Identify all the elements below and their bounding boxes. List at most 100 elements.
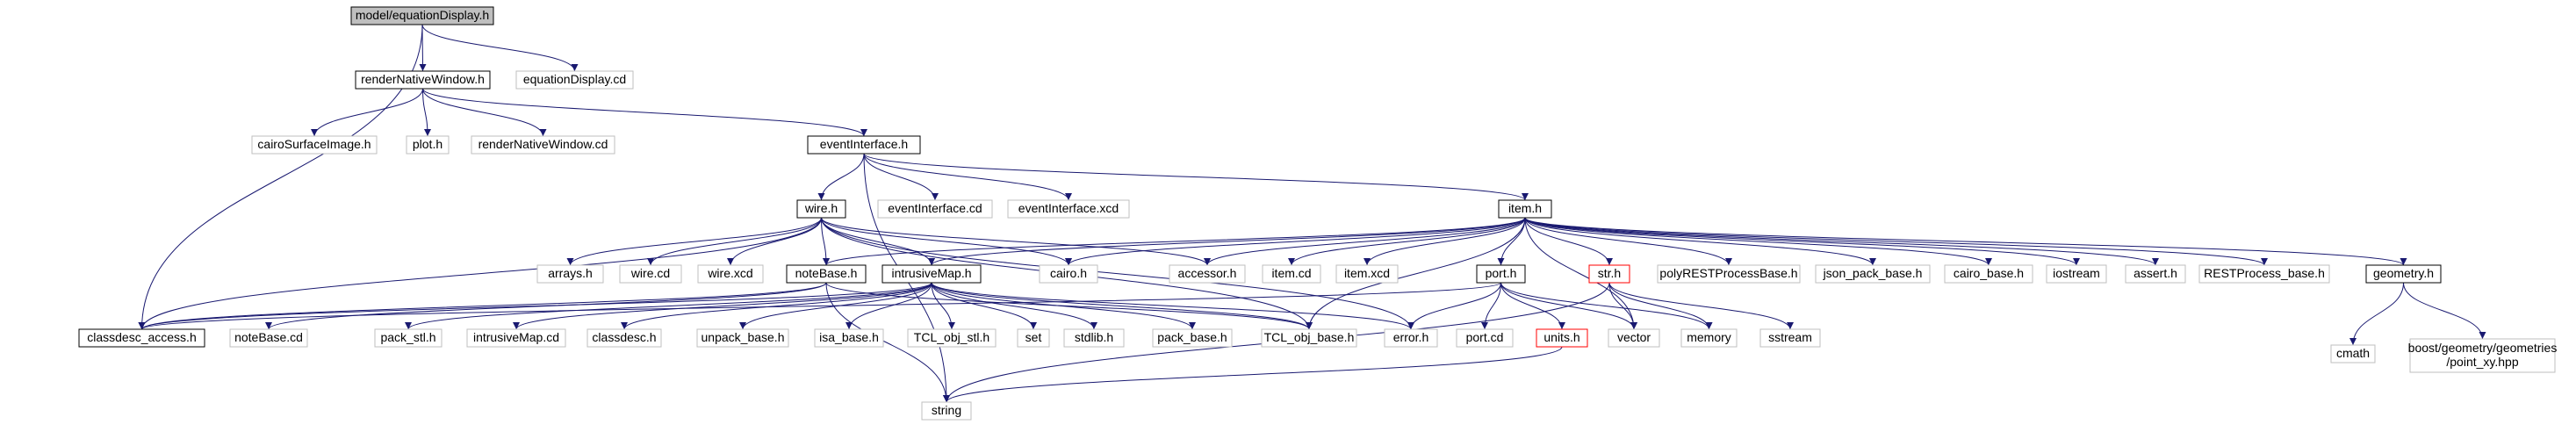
node-label: port.h	[1486, 266, 1517, 280]
node-box	[2330, 344, 2376, 363]
node-assert_h: assert.h	[2125, 264, 2186, 284]
node-box	[78, 328, 205, 348]
node-box	[1608, 328, 1660, 348]
edge-item_h-to-polyRESTProcessBase_h	[1524, 217, 1732, 266]
node-classdesc_access_h[interactable]: classdesc_access.h	[78, 328, 205, 348]
node-box	[1680, 328, 1738, 348]
node-classdesc_h: classdesc.h	[586, 328, 662, 348]
node-error_h: error.h	[1384, 328, 1438, 348]
node-label: boost/geometry/geometries	[2408, 341, 2558, 355]
node-label: TCL_obj_base.h	[1264, 330, 1355, 344]
node-box	[466, 328, 566, 348]
node-box	[536, 264, 604, 284]
edge-intrusiveMap_h-to-pack_base_h	[931, 282, 1196, 330]
node-label: item.cd	[1271, 266, 1311, 280]
edge-intrusiveMap_h-to-set	[931, 282, 1037, 330]
edge-item_h-to-vector	[1524, 217, 1637, 330]
edge-item_h-to-str_h	[1524, 217, 1613, 266]
node-label: pack_base.h	[1157, 330, 1227, 344]
node-wire_h[interactable]: wire.h	[796, 199, 846, 219]
node-label: assert.h	[2133, 266, 2177, 280]
node-box	[1039, 264, 1098, 284]
node-box	[2046, 264, 2107, 284]
node-label: cairoSurfaceImage.h	[257, 137, 371, 151]
node-str_h[interactable]: str.h	[1588, 264, 1630, 284]
edge-intrusiveMap_h-to-TCL_obj_stl_h	[931, 282, 955, 330]
edge-port_h-to-classdesc_access_h	[138, 282, 1501, 330]
node-wire_cd: wire.cd	[619, 264, 682, 284]
edge-port_h-to-memory	[1500, 282, 1713, 330]
node-label: stdlib.h	[1075, 330, 1113, 344]
node-label: wire.cd	[630, 266, 670, 280]
node-iostream: iostream	[2046, 264, 2107, 284]
node-box	[881, 264, 982, 284]
node-label: item.xcd	[1344, 266, 1390, 280]
edge-item_h-to-iostream	[1524, 217, 2080, 266]
node-box	[907, 328, 997, 348]
node-memory: memory	[1680, 328, 1738, 348]
node-label: memory	[1687, 330, 1731, 344]
edge-eventInterface_h-to-eventInterface_xcd	[863, 153, 1072, 201]
node-intrusiveMap_h[interactable]: intrusiveMap.h	[881, 264, 982, 284]
edge-port_h-to-port_cd	[1481, 282, 1501, 330]
node-label: model/equationDisplay.h	[356, 8, 489, 22]
node-box	[1476, 264, 1526, 284]
edge-intrusiveMap_h-to-pack_stl_h	[405, 282, 932, 330]
node-label: unpack_base.h	[702, 330, 785, 344]
edge-item_h-to-json_pack_base_h	[1524, 217, 1876, 266]
node-boost_point_xy: boost/geometry/geometries/point_xy.hpp	[2408, 338, 2558, 373]
edge-eventInterface_h-to-eventInterface_cd	[863, 153, 939, 201]
node-cairo_base_h: cairo_base.h	[1944, 264, 2033, 284]
node-item_xcd: item.xcd	[1335, 264, 1399, 284]
node-label: cmath	[2336, 346, 2370, 360]
node-cairoSurfaceImage_h: cairoSurfaceImage.h	[251, 135, 378, 155]
node-renderNativeWindow_cd: renderNativeWindow.cd	[471, 135, 615, 155]
node-string: string	[921, 401, 972, 421]
edge-geometry_h-to-boost_point_xy	[2403, 282, 2486, 340]
node-box	[814, 328, 884, 348]
edge-item_h-to-intrusiveMap_h	[928, 217, 1526, 266]
node-box	[1536, 328, 1588, 348]
edge-str_h-to-sstream	[1608, 282, 1794, 330]
node-label: equationDisplay.cd	[523, 72, 626, 86]
edge-intrusiveMap_h-to-isa_base_h	[845, 282, 932, 330]
edge-intrusiveMap_h-to-error_h	[931, 282, 1414, 330]
node-box	[2125, 264, 2186, 284]
node-box	[2365, 264, 2442, 284]
edge-str_h-to-vector	[1608, 282, 1637, 330]
node-label: units.h	[1543, 330, 1579, 344]
edge-equationDisplay_h-to-equationDisplay_cd	[421, 24, 579, 72]
node-eventInterface_cd: eventInterface.cd	[877, 199, 993, 219]
node-label: json_pack_base.h	[1823, 266, 1923, 280]
node-box	[515, 70, 634, 90]
edge-renderNativeWindow_h-to-plot_h	[422, 88, 431, 137]
node-label: intrusiveMap.cd	[473, 330, 559, 344]
node-vector: vector	[1608, 328, 1660, 348]
node-unpack_base_h: unpack_base.h	[696, 328, 789, 348]
node-box	[921, 401, 972, 421]
node-label: plot.h	[413, 137, 443, 151]
node-box	[229, 328, 308, 348]
node-box	[1261, 328, 1357, 348]
node-port_h[interactable]: port.h	[1476, 264, 1526, 284]
node-eventInterface_h[interactable]: eventInterface.h	[807, 135, 921, 155]
node-label: noteBase.h	[795, 266, 858, 280]
edge-item_h-to-assert_h	[1524, 217, 2159, 266]
node-label: renderNativeWindow.h	[361, 72, 485, 86]
edge-geometry_h-to-cmath	[2349, 282, 2404, 346]
node-box	[1169, 264, 1246, 284]
node-label: error.h	[1393, 330, 1428, 344]
node-renderNativeWindow_h[interactable]: renderNativeWindow.h	[355, 70, 491, 90]
edge-item_h-to-noteBase_h	[823, 217, 1526, 266]
node-equationDisplay_h[interactable]: model/equationDisplay.h	[350, 6, 494, 25]
edge-port_h-to-units_h	[1500, 282, 1565, 330]
node-geometry_h[interactable]: geometry.h	[2365, 264, 2442, 284]
node-noteBase_h[interactable]: noteBase.h	[786, 264, 867, 284]
edge-item_h-to-TCL_obj_base_h	[1306, 217, 1526, 330]
node-label: str.h	[1598, 266, 1621, 280]
node-item_h[interactable]: item.h	[1498, 199, 1552, 219]
edge-intrusiveMap_h-to-TCL_obj_base_h	[931, 282, 1313, 330]
node-units_h[interactable]: units.h	[1536, 328, 1588, 348]
edge-wire_h-to-arrays_h	[566, 217, 822, 266]
edge-wire_h-to-classdesc_access_h	[138, 217, 822, 330]
